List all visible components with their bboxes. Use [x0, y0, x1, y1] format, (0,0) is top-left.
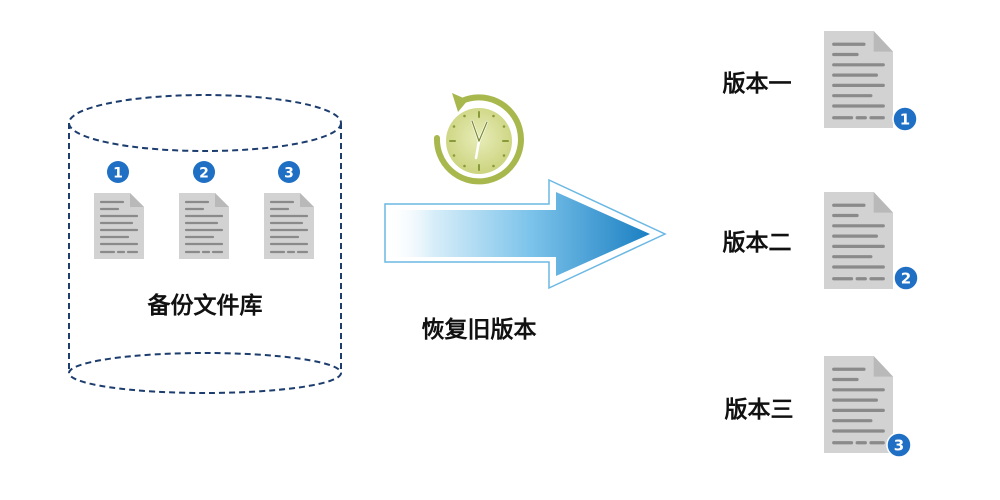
version-item-3[interactable]: 版本三 3 [725, 354, 912, 458]
library-file-1[interactable]: 1 [92, 161, 146, 261]
document-icon [262, 191, 316, 261]
document-icon [92, 191, 146, 261]
badge-circle [892, 106, 918, 132]
library-file-3[interactable]: 3 [262, 161, 316, 261]
badge-number: 3 [284, 166, 294, 182]
badge-number: 1 [113, 166, 123, 182]
cylinder-top-rim [68, 94, 342, 152]
library-file-2[interactable]: 2 [177, 161, 231, 261]
badge-circle [886, 432, 912, 458]
document-icon [822, 29, 895, 130]
badge-circle [107, 161, 129, 183]
badge-circle [193, 161, 215, 183]
clock-ticks [449, 111, 509, 171]
restore-clock-icon [433, 93, 524, 185]
badge-number: 2 [199, 166, 209, 182]
badge-circle [893, 265, 919, 291]
document-icon [822, 354, 895, 455]
badge-circle [278, 161, 300, 183]
version-label: 版本三 [725, 396, 794, 423]
cylinder-bottom-rim [68, 352, 342, 394]
clock-dots [452, 114, 506, 168]
version-item-1[interactable]: 版本一 1 [723, 29, 918, 132]
badge-number: 1 [900, 111, 910, 129]
arrow-body [385, 192, 650, 276]
library-label: 备份文件库 [147, 292, 263, 319]
ring-arrow-head [452, 93, 468, 112]
badge-number: 3 [894, 437, 904, 455]
version-label: 版本二 [723, 229, 792, 256]
document-icon [822, 190, 895, 291]
document-icon [177, 191, 231, 261]
version-item-2[interactable]: 版本二 2 [723, 190, 919, 291]
version-label: 版本一 [723, 70, 792, 97]
clock-ring [433, 94, 524, 185]
restore-label: 恢复旧版本 [422, 316, 537, 343]
restore-arrow [384, 178, 667, 290]
badge-number: 2 [901, 270, 911, 288]
backup-library-cylinder [68, 94, 342, 394]
